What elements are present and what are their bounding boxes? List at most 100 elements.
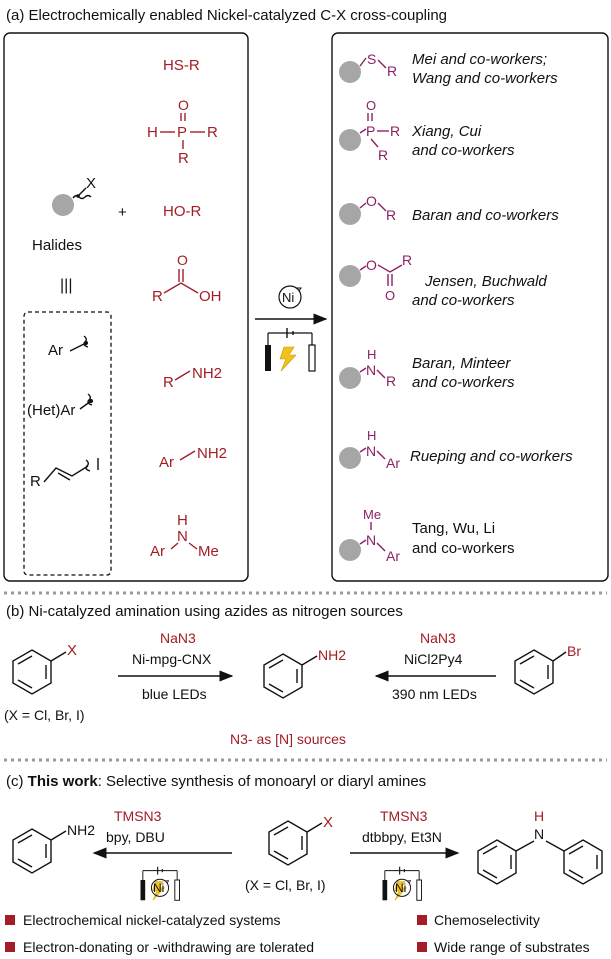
c-x-note: (X = Cl, Br, I) bbox=[245, 877, 326, 893]
svg-text:O: O bbox=[366, 193, 377, 209]
svg-text:O: O bbox=[385, 288, 395, 303]
halide-x-label: X bbox=[86, 175, 96, 192]
svg-text:R: R bbox=[387, 63, 397, 79]
c-right-reagent1: TMSN3 bbox=[380, 808, 428, 824]
phos-r1: R bbox=[207, 124, 218, 141]
bullet-2: Chemoselectivity bbox=[434, 912, 540, 928]
phos-h: H bbox=[147, 124, 158, 141]
diarylamine-ring-2 bbox=[563, 839, 603, 885]
b-br: Br bbox=[567, 643, 581, 659]
b-note: N3- as [N] sources bbox=[230, 731, 346, 747]
aniline-ring-c bbox=[12, 828, 52, 874]
b-left-condition: blue LEDs bbox=[142, 686, 207, 702]
c-left-reagent1: TMSN3 bbox=[114, 808, 162, 824]
substrate-dashed-box bbox=[23, 311, 112, 576]
bullet-3: Electron-donating or -withdrawing are to… bbox=[23, 939, 314, 955]
feature-bullets: Electrochemical nickel-catalyzed systems… bbox=[5, 912, 590, 955]
svg-text:N: N bbox=[366, 362, 376, 378]
svg-text:R: R bbox=[386, 207, 396, 223]
nuc-acid: O R OH bbox=[152, 252, 222, 305]
svg-text:P: P bbox=[366, 123, 375, 139]
product-7-line1: Tang, Wu, Li bbox=[412, 520, 495, 537]
plus-sign: + bbox=[118, 204, 127, 221]
products-list: S R Mei and co-workers; Wang and co-work… bbox=[339, 51, 573, 564]
rnh2-r: R bbox=[163, 374, 174, 391]
panel-b-title: (b) Ni-catalyzed amination using azides … bbox=[6, 603, 403, 620]
aryl-halide-ring-c bbox=[268, 820, 308, 866]
diarylamine-ring-1 bbox=[477, 839, 517, 885]
c-left-ni: Ni bbox=[153, 881, 164, 895]
c-left-reagent2: bpy, DBU bbox=[106, 829, 165, 845]
b-right-condition: 390 nm LEDs bbox=[392, 686, 477, 702]
c-right-reagent2: dtbbpy, Et3N bbox=[362, 829, 442, 845]
c-x-label: X bbox=[323, 814, 333, 831]
sub-hetar-label: (Het)Ar bbox=[27, 402, 75, 419]
rnh2-nh2: NH2 bbox=[192, 365, 222, 382]
nuc-hsr: HS-R bbox=[163, 57, 200, 74]
product-2-line2: and co-workers bbox=[412, 142, 515, 159]
aniline-ring-b bbox=[263, 653, 303, 699]
svg-text:R: R bbox=[378, 147, 388, 163]
svg-text:N: N bbox=[366, 443, 376, 459]
svg-text:Ar: Ar bbox=[386, 548, 400, 564]
bullet-4: Wide range of substrates bbox=[434, 939, 590, 955]
svg-text:H: H bbox=[367, 347, 376, 362]
c-nh2: NH2 bbox=[67, 822, 95, 838]
product-7-line2: and co-workers bbox=[412, 540, 515, 557]
reactants-box bbox=[3, 32, 249, 582]
panel-c-title: (c) This work: Selective synthesis of mo… bbox=[6, 773, 426, 790]
bullet-1: Electrochemical nickel-catalyzed systems bbox=[23, 912, 281, 928]
arnhme-me: Me bbox=[198, 543, 219, 560]
product-3-line1: Baran and co-workers bbox=[412, 207, 559, 224]
nuc-rnh2: R NH2 bbox=[163, 365, 222, 391]
product-1-line1: Mei and co-workers; bbox=[412, 51, 547, 68]
b-left-reagent1: NaN3 bbox=[160, 630, 196, 646]
electrochemical-cell-icon bbox=[264, 327, 316, 372]
panel-a-title: (a) Electrochemically enabled Nickel-cat… bbox=[6, 7, 447, 24]
svg-text:R: R bbox=[386, 373, 396, 389]
substrate-vinyl: R bbox=[30, 458, 99, 490]
acid-o: O bbox=[177, 252, 188, 268]
product-4-line2: and co-workers bbox=[412, 292, 515, 309]
substrate-hetar: (Het)Ar bbox=[27, 393, 93, 419]
b-x-note: (X = Cl, Br, I) bbox=[4, 707, 85, 723]
arnh2-nh2: NH2 bbox=[197, 445, 227, 462]
arnhme-n: N bbox=[177, 528, 188, 545]
b-nh2: NH2 bbox=[318, 647, 346, 663]
substrate-ar: Ar bbox=[48, 335, 89, 359]
svg-text:Me: Me bbox=[363, 507, 381, 522]
svg-text:S: S bbox=[367, 51, 376, 67]
svg-text:H: H bbox=[367, 428, 376, 443]
arnhme-h: H bbox=[177, 512, 188, 529]
phos-p: P bbox=[177, 124, 187, 141]
aryl-halide-ring-b bbox=[12, 649, 52, 695]
halides-label: Halides bbox=[32, 237, 82, 254]
c-right-ni: Ni bbox=[395, 881, 406, 895]
b-right-reagent1: NaN3 bbox=[420, 630, 456, 646]
arnh2-ar: Ar bbox=[159, 454, 174, 471]
nuc-hor: HO-R bbox=[163, 203, 201, 220]
products-box bbox=[331, 32, 609, 582]
arnhme-ar: Ar bbox=[150, 543, 165, 560]
product-1-line2: Wang and co-workers bbox=[412, 70, 558, 87]
nuc-arnh2: Ar NH2 bbox=[159, 445, 227, 471]
svg-text:O: O bbox=[366, 257, 377, 273]
svg-text:R: R bbox=[390, 123, 400, 139]
c-nh-n: N bbox=[534, 826, 544, 842]
b-x-label: X bbox=[67, 642, 77, 659]
bromobenzene-ring-b bbox=[514, 649, 554, 695]
sub-r-label: R bbox=[30, 473, 41, 490]
b-right-reagent2: NiCl2Py4 bbox=[404, 651, 463, 667]
product-6-line1: Rueping and co-workers bbox=[410, 448, 573, 465]
nuc-arnhme: H N Ar Me bbox=[150, 512, 219, 560]
acid-r: R bbox=[152, 288, 163, 305]
equivalence-sign: ||| bbox=[60, 277, 72, 294]
acid-oh: OH bbox=[199, 288, 222, 305]
phos-o: O bbox=[178, 97, 189, 113]
c-nh-h: H bbox=[534, 808, 544, 824]
svg-text:R: R bbox=[402, 252, 412, 268]
svg-text:O: O bbox=[366, 98, 376, 113]
svg-text:N: N bbox=[366, 532, 376, 548]
nuc-phosphine: O H P R R bbox=[147, 97, 218, 167]
